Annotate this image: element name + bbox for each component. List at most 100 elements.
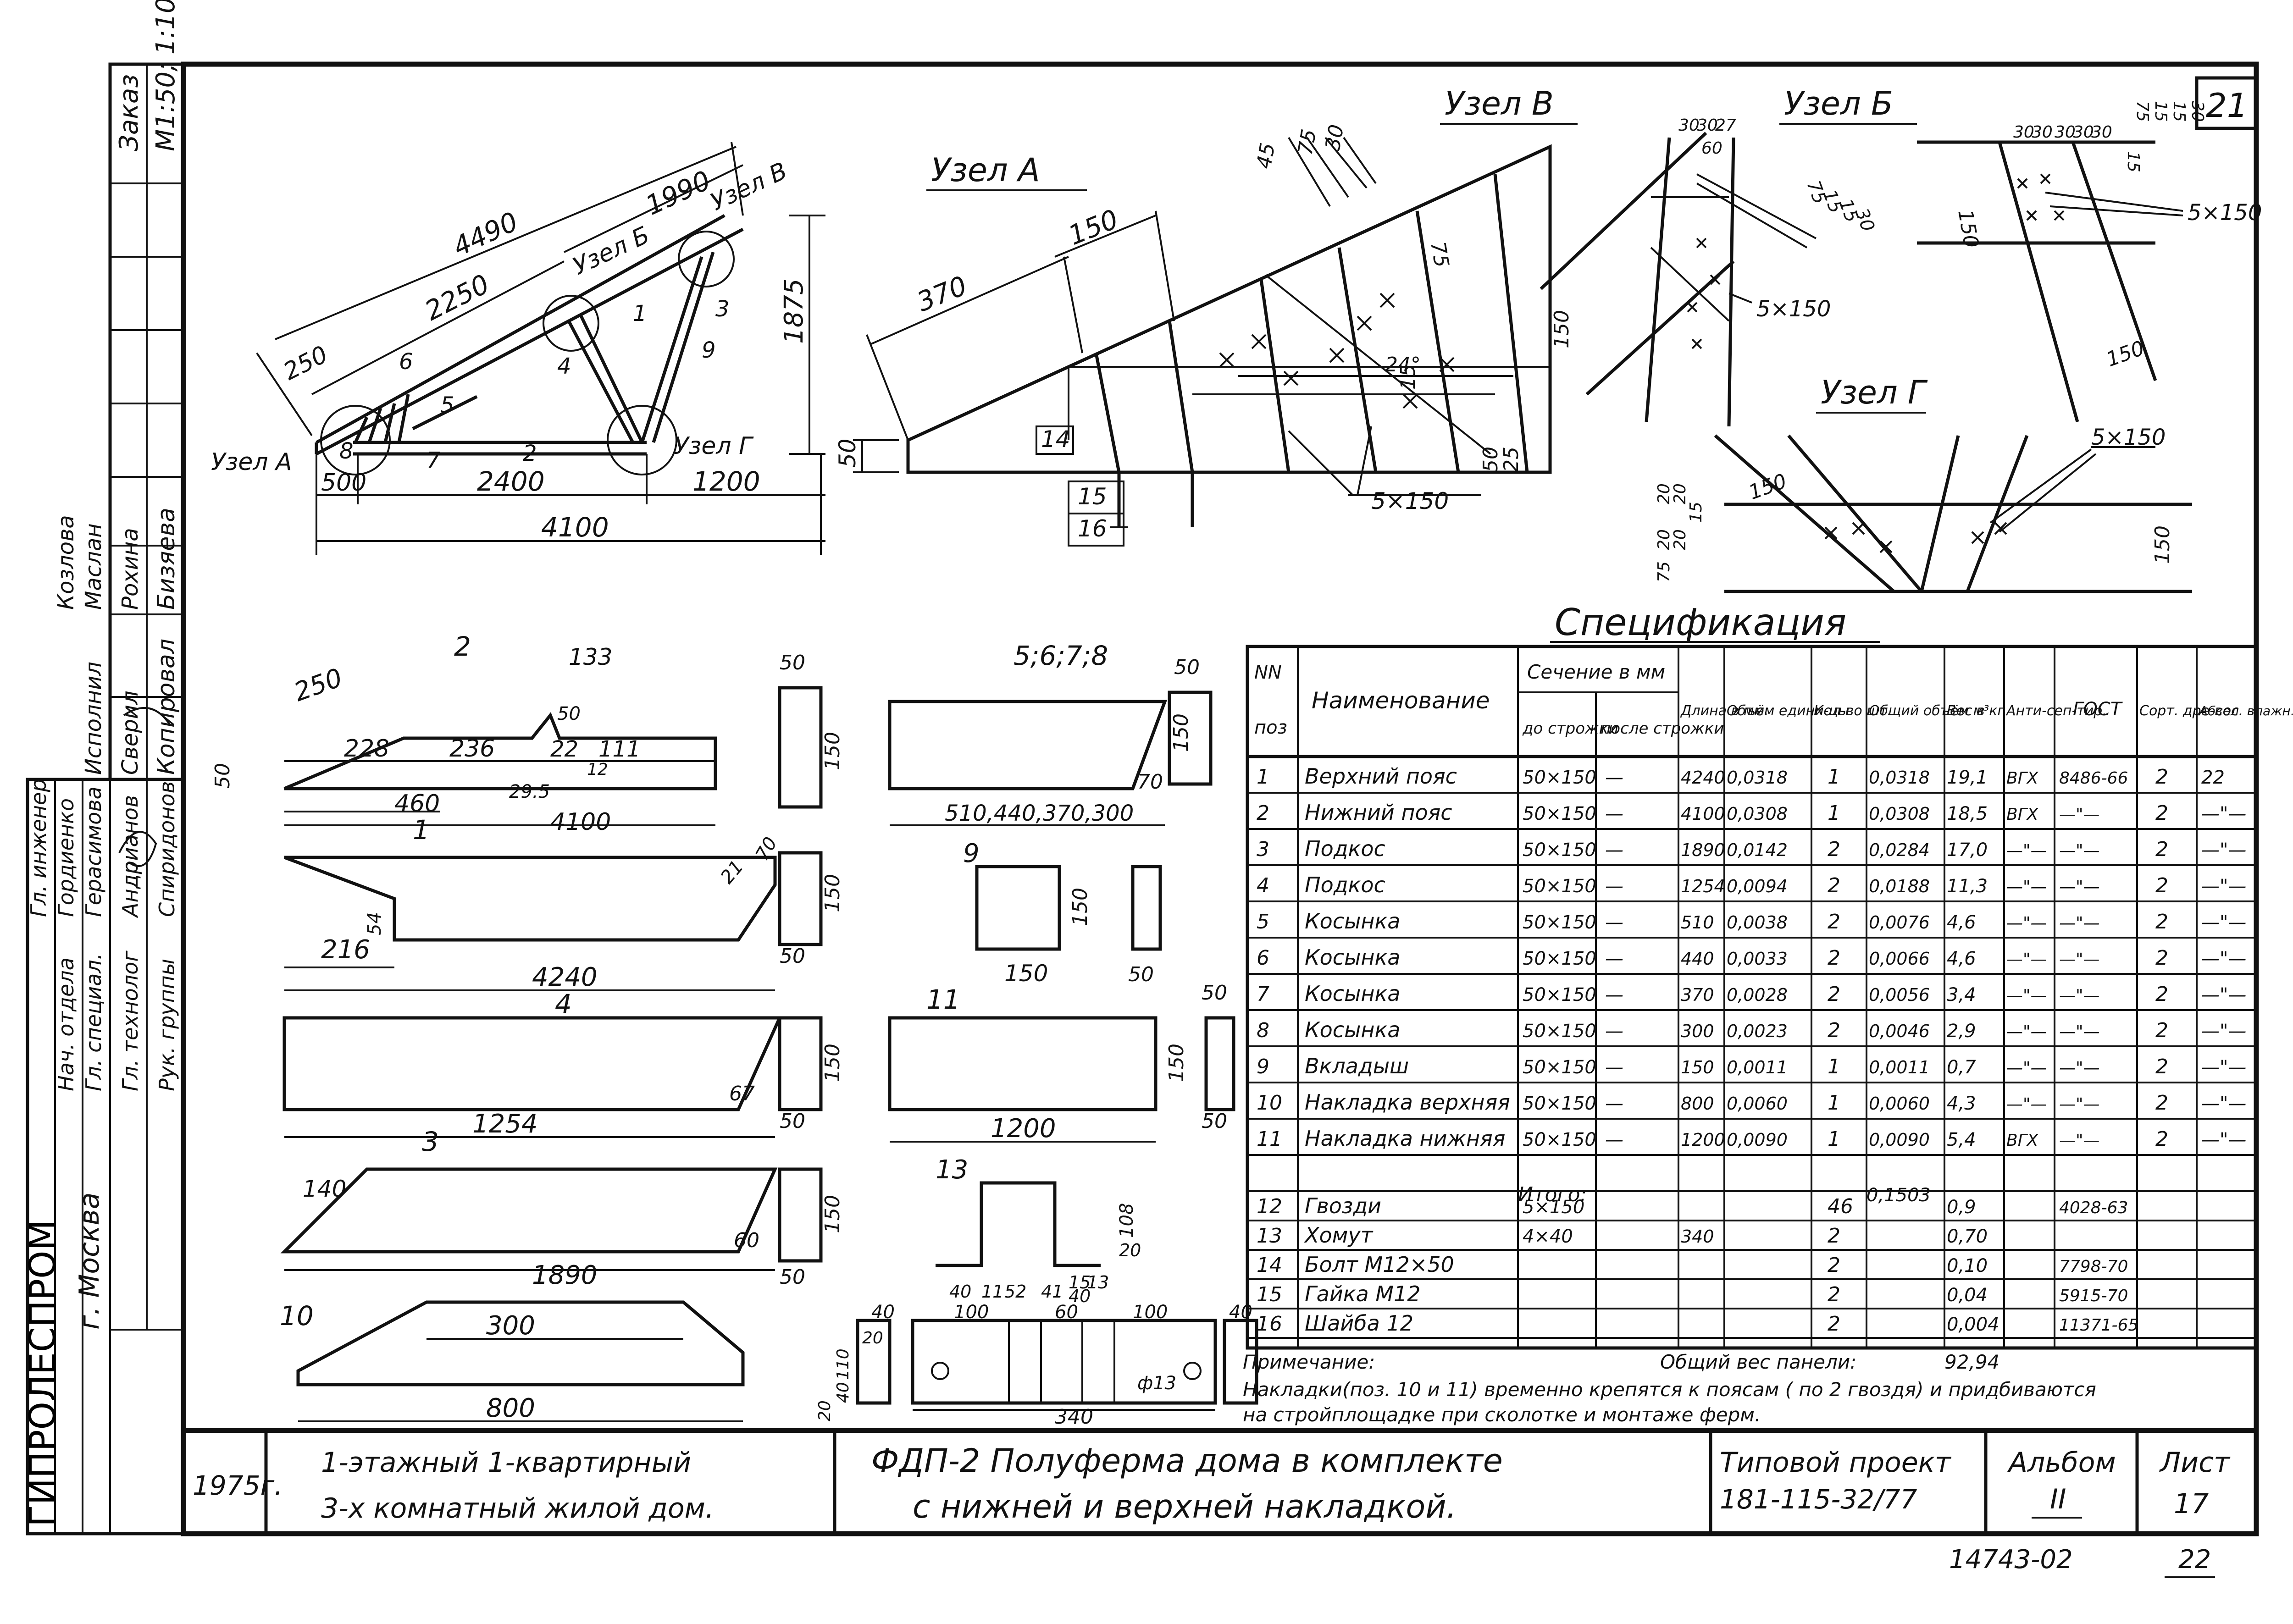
spec-cell: 0,0142 xyxy=(1727,840,1788,860)
spec-cell: —"— xyxy=(2006,950,2047,969)
dim: 15 xyxy=(2151,101,2170,122)
spec-cell: Верхний пояс xyxy=(1305,764,1457,789)
stamp-org: ГИПРОЛЕСПРОМ xyxy=(22,1220,64,1527)
th: Сорт. дре-вес. xyxy=(2139,703,2243,719)
spec-cell: 4240 xyxy=(1681,768,1725,788)
spec-cell: — xyxy=(1605,912,1623,933)
spec-cell: 2 xyxy=(2155,983,2168,1006)
spec-cell: 50×150 xyxy=(1523,767,1596,788)
spec-cell: —"— xyxy=(2006,986,2047,1005)
spec-cell: 2 xyxy=(1828,946,1840,970)
note-label: Примечание: xyxy=(1243,1351,1375,1373)
dim: 29.5 xyxy=(509,781,550,802)
dim: 75 xyxy=(2133,101,2152,122)
spec-cell: 0,0076 xyxy=(1869,912,1930,933)
spec-cell: 9 xyxy=(1257,1055,1269,1078)
dim: 1890 xyxy=(532,1260,598,1290)
part-2 xyxy=(283,712,717,790)
spec-cell: 2 xyxy=(1828,1254,1840,1277)
dim: 4100 xyxy=(550,808,611,836)
spec-cell: —"— xyxy=(2201,876,2246,897)
spec-cell: 1 xyxy=(1828,801,1840,825)
spec-cell: —"— xyxy=(2059,878,2100,896)
dim: 150 xyxy=(1745,470,1789,505)
spec-cell: 2 xyxy=(2155,801,2168,825)
stamp-name: Андрианов xyxy=(118,795,143,918)
dim: 100 xyxy=(954,1302,989,1323)
dim: 150 xyxy=(1064,203,1123,251)
spec-cell: 1254 xyxy=(1681,876,1725,896)
stamp-name: Гордиенко xyxy=(54,798,78,917)
dim: 40 xyxy=(949,1282,971,1302)
spec-cell: 0,04 xyxy=(1947,1285,1988,1306)
node-b-circle xyxy=(543,295,599,352)
dim: 150 xyxy=(2151,525,2174,564)
node-g-circle xyxy=(607,405,677,475)
spec-cell: 0,9 xyxy=(1947,1197,1976,1218)
part-label: 10 xyxy=(280,1300,314,1331)
dim-bottom-mid: 2400 xyxy=(477,466,545,497)
stamp-name: Козлова xyxy=(53,515,79,610)
dim: 75 xyxy=(1426,240,1453,269)
spec-cell: 0,0056 xyxy=(1869,985,1930,1005)
tb-project-label: Типовой проект xyxy=(1720,1447,1952,1479)
sheet-number: 21 xyxy=(2206,86,2248,125)
part-label: 1 xyxy=(413,814,430,845)
spec-cell: —"— xyxy=(2006,1022,2047,1041)
nail-marks xyxy=(1192,274,1513,455)
dim: 30 xyxy=(2055,123,2076,142)
spec-cell: —"— xyxy=(2059,1022,2100,1041)
spec-cell: 2 xyxy=(1828,910,1840,934)
spec-cell: 5915-70 xyxy=(2059,1287,2128,1305)
dim: 150 xyxy=(821,874,844,912)
spec-cell: —"— xyxy=(2201,840,2246,861)
brace-4 xyxy=(567,320,635,443)
section-2 xyxy=(778,686,823,809)
truss-scheme: 4490 1990 2250 250 500 2400 1200 4100 18… xyxy=(211,142,825,555)
tb-album-num: II xyxy=(2050,1483,2066,1515)
dim: 21 xyxy=(716,856,748,888)
dim: 40 xyxy=(871,1302,895,1323)
part-label: 9 xyxy=(963,839,980,868)
spec-cell: 50×150 xyxy=(1523,984,1596,1005)
spec-cell: 0,0028 xyxy=(1727,985,1788,1005)
dim: 41 xyxy=(1041,1282,1063,1302)
node-b-title: Узел Б xyxy=(1784,85,1893,122)
dim: 236 xyxy=(449,735,495,762)
spec-cell: Хомут xyxy=(1304,1223,1374,1248)
part-1 xyxy=(283,856,777,942)
spec-cell: 2 xyxy=(1828,983,1840,1006)
dim: 20 xyxy=(1655,483,1673,504)
dim: ф13 xyxy=(1137,1373,1176,1394)
dim: 70 xyxy=(752,834,781,864)
dim: 11 xyxy=(981,1282,1003,1302)
dim: 150 xyxy=(1550,310,1573,348)
tb-year: 1975г. xyxy=(193,1470,283,1501)
spec-cell: —"— xyxy=(2201,948,2246,969)
section-1 xyxy=(778,851,823,946)
archive-number: 14743-02 xyxy=(1949,1545,2073,1574)
tb-object-2: 3-х комнатный жилой дом. xyxy=(321,1492,714,1525)
spec-cell: 1 xyxy=(1828,1091,1840,1115)
spec-cell: Вкладыш xyxy=(1305,1054,1409,1078)
signature xyxy=(118,707,171,867)
spec-cell: ВГХ xyxy=(2006,1131,2039,1150)
part-11 xyxy=(888,1016,1158,1111)
dim: 20 xyxy=(1671,529,1689,550)
spec-cell: —"— xyxy=(2059,805,2100,824)
th: Длина в мм. xyxy=(1680,703,1769,719)
dim: 50 xyxy=(1479,447,1502,472)
spec-cell: Шайба 12 xyxy=(1305,1311,1413,1336)
dim: 40 xyxy=(834,1382,853,1403)
dim: 22 xyxy=(550,736,578,762)
spec-cell: 50×150 xyxy=(1523,912,1596,933)
spec-cell: 50×150 xyxy=(1523,1057,1596,1078)
dim: 50 xyxy=(1202,1110,1227,1133)
dim: 12 xyxy=(587,760,608,779)
th: Анти-сеп-тир. xyxy=(2005,703,2107,719)
dim: 50 xyxy=(1174,656,1200,679)
dim: 15 xyxy=(1396,364,1420,390)
spec-cell: 440 xyxy=(1681,949,1714,969)
spec-cell: — xyxy=(1605,948,1623,969)
dim: 50 xyxy=(780,945,805,968)
